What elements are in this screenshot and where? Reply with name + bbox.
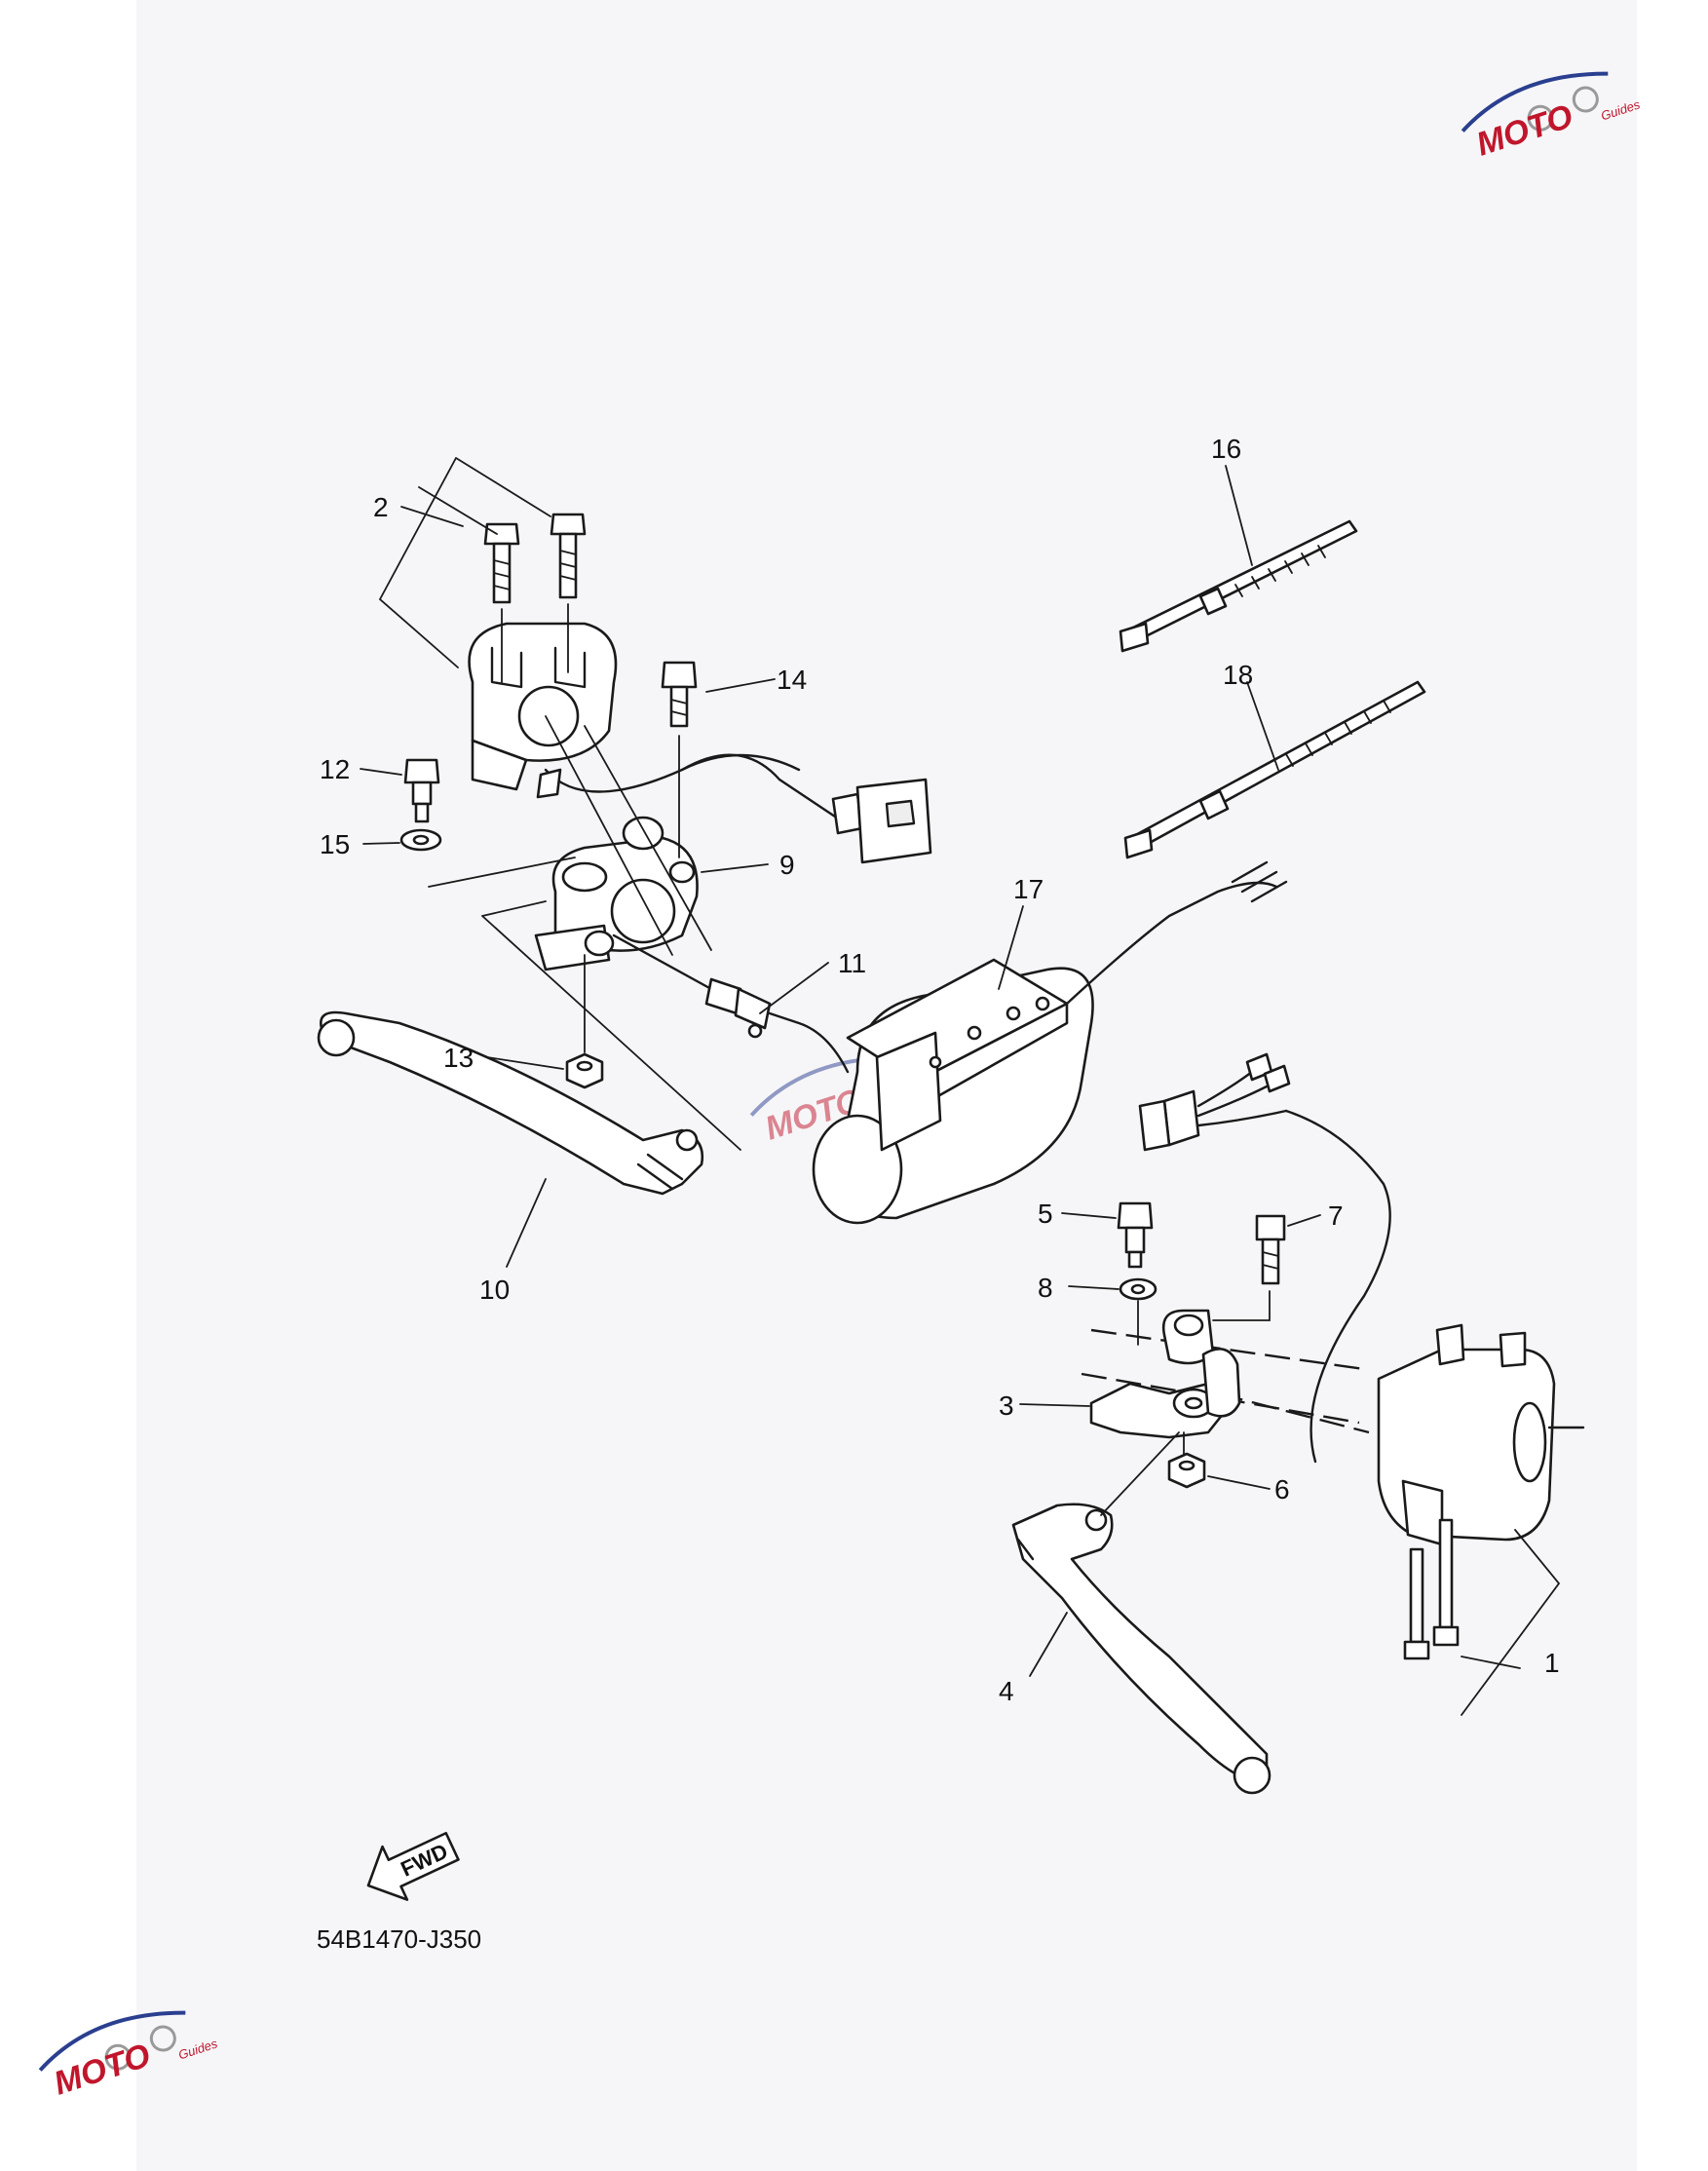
alignment-line xyxy=(1090,1328,1365,1371)
group-bracket-10 xyxy=(481,900,741,1151)
leader-2 xyxy=(400,506,464,527)
handlebar-switch-right xyxy=(1377,1323,1585,1546)
switch-connector xyxy=(680,753,932,864)
callout-2: 2 xyxy=(373,492,389,522)
leader xyxy=(1212,1290,1271,1321)
washer-8 xyxy=(1119,1277,1158,1301)
nut-6 xyxy=(1167,1452,1206,1489)
callout-10: 10 xyxy=(479,1275,510,1305)
bolt-7 xyxy=(1255,1214,1286,1285)
callout-17: 17 xyxy=(1013,874,1044,904)
nut-13 xyxy=(565,1052,604,1089)
callout-11: 11 xyxy=(838,948,866,978)
callout-14: 14 xyxy=(777,665,807,695)
alignment-line xyxy=(1217,1391,1370,1434)
handlebar-assembly-17 xyxy=(812,860,1288,1225)
screw-2b xyxy=(550,513,587,599)
bolt-12 xyxy=(403,758,440,823)
callout-12: 12 xyxy=(320,754,350,784)
callout-9: 9 xyxy=(779,850,795,880)
callout-4: 4 xyxy=(999,1676,1014,1706)
callout-18: 18 xyxy=(1223,660,1253,690)
screw-1a xyxy=(1403,1547,1430,1660)
drawing-code: 54B1470-J350 xyxy=(317,1924,481,1954)
callout-leaders xyxy=(360,465,1321,1677)
lever-holder-9 xyxy=(534,816,699,971)
lever-holder-3 xyxy=(1089,1309,1241,1439)
callout-7: 7 xyxy=(1328,1200,1344,1231)
washer-15 xyxy=(399,828,442,852)
brake-lever-10 xyxy=(317,1010,704,1196)
leader xyxy=(1100,1431,1180,1516)
callout-16: 16 xyxy=(1211,434,1241,464)
wire-harness-connector xyxy=(1138,1052,1391,1464)
group-bracket-1 xyxy=(1461,1529,1561,1716)
screw-1b xyxy=(1432,1518,1460,1647)
brake-switch-11 xyxy=(612,933,850,1074)
leader xyxy=(584,725,712,951)
callout-6: 6 xyxy=(1274,1474,1290,1504)
bolt-14 xyxy=(661,661,698,858)
cable-tie-16 xyxy=(1119,519,1358,653)
callout-13: 13 xyxy=(443,1043,474,1073)
leader xyxy=(428,857,576,888)
handlebar-switch-left xyxy=(468,622,801,799)
callout-3: 3 xyxy=(999,1390,1014,1421)
group-bracket-2 xyxy=(378,457,551,668)
screw-2a xyxy=(483,522,520,604)
callout-8: 8 xyxy=(1038,1273,1053,1303)
clutch-lever-4 xyxy=(1011,1503,1272,1795)
callout-15: 15 xyxy=(320,829,350,859)
leader xyxy=(545,715,673,956)
bolt-5 xyxy=(1117,1201,1154,1269)
callout-1: 1 xyxy=(1544,1648,1560,1678)
callout-5: 5 xyxy=(1038,1199,1053,1229)
